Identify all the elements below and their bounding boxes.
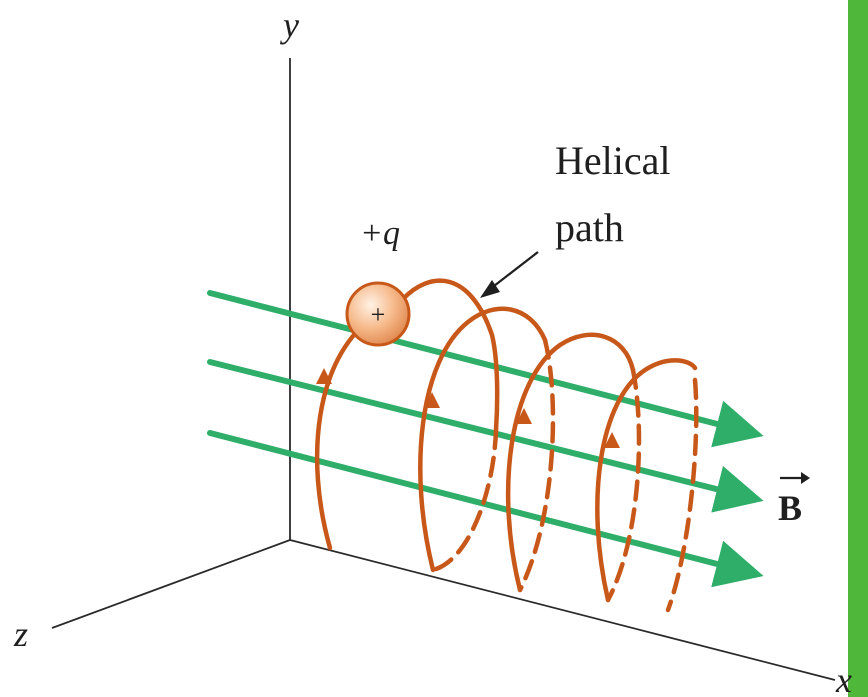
helix-arrowhead-4: [604, 432, 620, 448]
pointer-line: [493, 251, 539, 287]
helix-loop-3-front: [505, 332, 636, 593]
path-label-line1: Helical: [555, 138, 671, 183]
axes: [51, 58, 836, 681]
helix-arrowhead-2: [424, 392, 440, 408]
charge-symbol: +: [371, 300, 386, 329]
field-line-top: [207, 290, 764, 448]
helix-arrowhead-3: [516, 408, 532, 424]
helix-loop-1-back: [430, 427, 499, 573]
helix-loop-1-top: [399, 278, 500, 433]
charged-particle-icon: +: [345, 281, 411, 347]
helix-loop-2-back: [517, 337, 556, 593]
pointer-head: [480, 280, 500, 298]
field-label: B: [778, 488, 802, 528]
charge-ball: [345, 281, 411, 347]
helix-loop-4-back: [665, 377, 699, 613]
x-axis-label: x: [835, 660, 852, 697]
helix-loop-3-back: [605, 367, 642, 603]
field-lines: [207, 290, 764, 588]
y-axis-label: y: [280, 5, 299, 45]
path-label-line2: path: [555, 205, 624, 250]
charge-label: +q: [360, 215, 400, 252]
field-line-middle: [207, 359, 764, 513]
z-axis-label: z: [13, 614, 28, 654]
z-axis-line: [51, 539, 291, 629]
helix-direction-arrows: [316, 368, 620, 448]
vector-arrow-head: [801, 472, 810, 484]
field-vector-label: B: [778, 472, 810, 528]
field-line-bottom: [207, 430, 764, 588]
helix-loop-1-front: [314, 315, 375, 551]
helix-path: [314, 278, 699, 613]
helix-loop-4-front: [595, 358, 698, 603]
helix-loop-2-front: [418, 306, 548, 573]
x-axis-line: [289, 539, 836, 681]
helix-arrowhead-1: [316, 368, 332, 384]
arrow-pointer-icon: [480, 251, 539, 298]
side-bar: [848, 0, 868, 697]
